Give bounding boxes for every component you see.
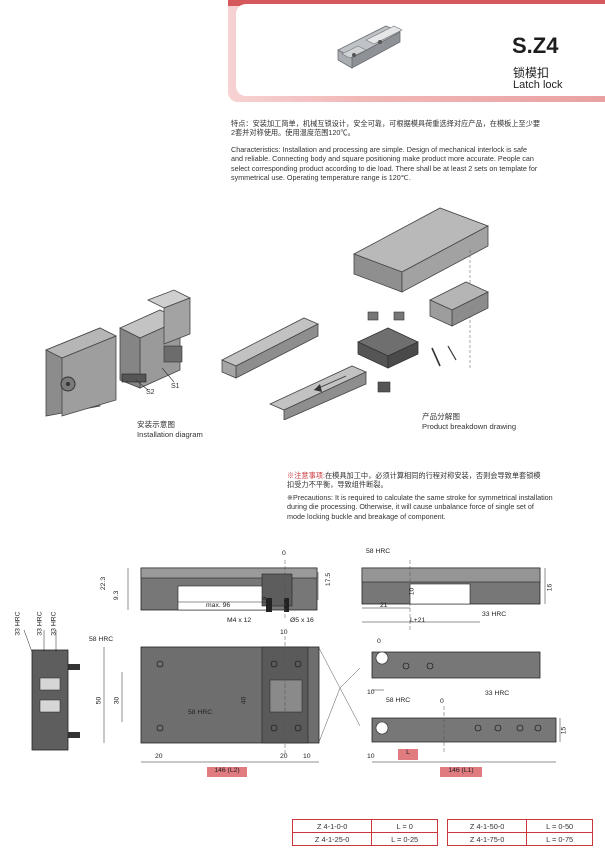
dim-20-b: 20 [280,753,288,760]
dim-40: 40 [240,696,248,705]
dim-58hrc-c: 58 HRC [188,709,213,716]
dim-0-top: 0 [282,550,286,557]
dim-33hrc-1: 33 HRC [14,611,22,636]
dim-17-5: 17.5 [325,572,333,587]
install-caption-en: Installation diagram [137,430,203,439]
dim-15: 15 [560,726,568,735]
dim-phi5x16: Ø5 x 16 [290,617,314,624]
description-en: Characteristics: Installation and proces… [231,145,538,182]
product-title-en: Latch lock [513,79,563,91]
precaution-prefix: ※注意事项: [287,471,325,480]
dim-16: 16 [546,583,554,592]
table-row: Z 4-1-0-0 L = 0 [291,819,438,833]
dim-9-3: 9.3 [113,590,121,601]
header-accent-line [228,0,605,6]
dim-22-3: 22.3 [100,576,108,591]
dim-m4x12: M4 x 12 [227,617,252,624]
dim-33hrc-3: 33 HRC [50,611,58,636]
install-caption-cn: 安装示意图 [137,420,175,429]
product-code: S.Z4 [512,33,559,58]
breakdown-caption-en: Product breakdown drawing [422,422,517,431]
dim-50: 50 [95,696,103,705]
dim-58hrc-a: 58 HRC [366,548,391,555]
table-row: Z 4-1-75-0 L = 0-75 [446,832,593,846]
precaution-en: ※Precautions: It is required to calculat… [287,493,553,521]
product-thumbnail [337,25,403,69]
spec-table-right: Z 4-1-50-0 L = 0-50 Z 4-1-75-0 L = 0-75 [446,819,593,846]
dim-21: 21 [380,602,388,609]
dim-10-a: 10 [408,587,416,596]
dim-33hrc-a: 33 HRC [482,611,507,618]
breakdown-caption-cn: 产品分解图 [422,412,460,421]
product-title-cn: 锁模扣 [513,66,550,80]
dim-58hrc-b: 58 HRC [89,636,114,643]
dim-146-l2: 146 (L2) [207,767,247,777]
dim-20-a: 20 [155,753,163,760]
dim-33hrc-b: 33 HRC [485,690,510,697]
dim-10-c: 10 [303,753,311,760]
dim-l-box: L [398,749,418,760]
dim-0-b: 0 [377,638,381,645]
dim-max-96: max. 96 [206,602,231,609]
description-cn: 特点：安装加工简单，机械互锁设计，安全可靠，可根据模具荷重选择对应产品，在模板上… [231,119,541,138]
dim-146-l1: 146 (L1) [440,767,482,777]
dim-10-b: 10 [280,629,288,636]
breakdown-drawing [221,207,489,420]
table-row: Z 4-1-25-0 L = 0-25 [291,832,438,846]
dim-10-d: 10 [367,689,375,696]
spec-table-left: Z 4-1-0-0 L = 0 Z 4-1-25-0 L = 0-25 [291,819,438,846]
label-s1: S1 [171,383,180,390]
dim-30: 30 [113,696,121,705]
technical-drawings [23,560,561,763]
dim-10-e: 10 [367,753,375,760]
dim-9: 9 [261,596,269,601]
label-s2: S2 [146,389,155,396]
header-panel [236,4,605,96]
dim-l-plus-21: L+21 [410,617,426,624]
dim-58hrc-d: 58 HRC [386,697,411,704]
dim-33hrc-2: 33 HRC [36,611,44,636]
table-row: Z 4-1-50-0 L = 0-50 [446,819,593,833]
installation-diagram [45,289,191,417]
dim-0-c: 0 [440,698,444,705]
precaution-cn: ※注意事项:在模具加工中，必须计算相同的行程对称安装，否则会导致单套锁模 扣受力… [287,471,541,490]
